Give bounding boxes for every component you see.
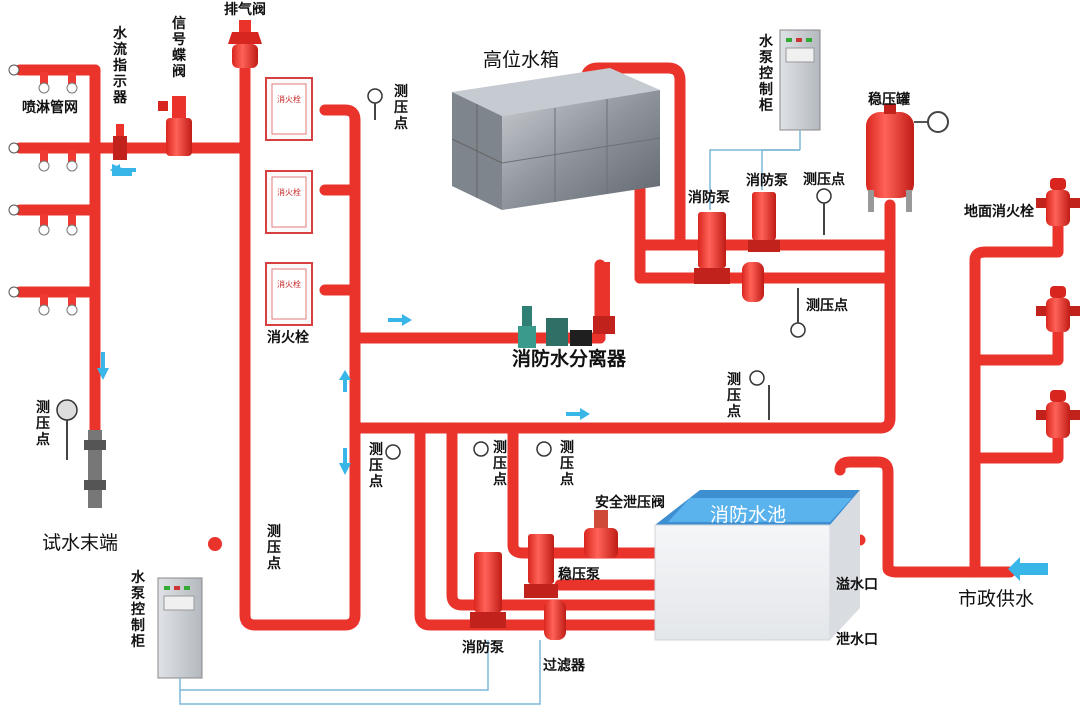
flow-arrow-icon	[110, 164, 136, 176]
sprinkler-head-icon	[38, 72, 50, 94]
relief-valve-label: 安全泄压阀	[595, 495, 665, 511]
sprinkler-head-icon	[66, 72, 78, 94]
gauge-label-7: 测压点	[493, 440, 507, 488]
hydrant-label: 消火栓	[267, 330, 309, 346]
flow-indicator-label: 水流指示器	[113, 26, 127, 106]
hydrant-box: 消火栓	[265, 77, 313, 141]
flow-arrow-icon	[566, 408, 590, 420]
drain-label: 泄水口	[836, 632, 878, 648]
separator-label: 消防水分离器	[512, 348, 627, 370]
stab-pump-label: 稳压泵	[558, 567, 600, 583]
relief-valve-icon	[584, 510, 618, 558]
overflow-label: 溢水口	[836, 577, 878, 593]
filter-label: 过滤器	[543, 658, 585, 674]
pump-icon	[524, 534, 558, 598]
filter-icon	[544, 600, 566, 640]
butterfly-valve-icon	[158, 96, 192, 156]
flow-arrow-icon	[1008, 557, 1048, 581]
pressure-gauge-icon	[56, 399, 78, 460]
city-supply-label: 市政供水	[958, 588, 1035, 610]
exhaust-valve-icon	[228, 20, 262, 68]
hydrant-icon	[1036, 390, 1080, 438]
gauge-label-9: 测压点	[267, 524, 281, 572]
test-end-label: 试水末端	[42, 532, 119, 554]
high-tank-label: 高位水箱	[483, 49, 560, 71]
signal-valve-label: 信号蝶阀	[172, 16, 186, 80]
surge-tank-icon	[866, 104, 949, 212]
separator-icon	[518, 262, 615, 348]
sprinkler-head-icon	[38, 294, 50, 316]
pool-label: 消防水池	[710, 504, 787, 526]
pressure-gauge-icon	[208, 537, 222, 551]
gauge-label-3: 测压点	[806, 298, 848, 314]
gauge-label-6: 测压点	[369, 442, 383, 490]
hydrant-box-text: 消火栓	[277, 94, 301, 104]
gauge-label-4: 测压点	[727, 372, 741, 420]
gauge-label-8: 测压点	[560, 440, 574, 488]
control-cabinet-icon	[709, 29, 821, 210]
hydrant-boxes: 消火栓 消火栓 消火栓	[265, 77, 313, 326]
pressure-gauge-icon	[749, 370, 770, 420]
gauge-label-1: 测压点	[394, 84, 408, 132]
control-cabinet-icon	[157, 577, 541, 705]
pressure-gauge-icon	[473, 441, 489, 457]
pressure-gauge-icon	[536, 441, 552, 457]
fire-pool	[654, 490, 860, 641]
sprinkler-head-icon	[66, 150, 78, 172]
hydrant-box-text: 消火栓	[277, 279, 301, 289]
water-tank-icon	[451, 68, 661, 210]
pressure-gauges	[56, 88, 832, 551]
gauge-label-2: 测压点	[803, 172, 845, 188]
pump-icon	[748, 192, 780, 252]
flow-arrows	[97, 164, 1048, 581]
fire-pump-label-bottom: 消防泵	[462, 640, 504, 656]
filter-icon	[742, 262, 764, 302]
fire-pump-label-top-2: 消防泵	[746, 173, 788, 189]
pressure-gauge-icon	[367, 88, 383, 120]
hydrant-box-text: 消火栓	[277, 187, 301, 197]
ground-hydrant-label: 地面消火栓	[964, 204, 1034, 220]
pressure-gauge-icon	[385, 444, 401, 460]
fire-pump-label-top-1: 消防泵	[688, 190, 730, 206]
pressure-gauge-icon	[790, 288, 806, 338]
gauge-label-5: 测压点	[36, 400, 50, 448]
sprinkler-heads	[8, 64, 78, 316]
sprinkler-head-icon	[38, 214, 50, 236]
sprinkler-head-icon	[38, 150, 50, 172]
hydrant-box: 消火栓	[265, 170, 313, 234]
pump-cabinet-label-bottom: 水泵控制柜	[131, 570, 145, 650]
flow-arrow-icon	[97, 352, 109, 380]
sprinkler-head-icon	[66, 294, 78, 316]
flow-arrow-icon	[339, 448, 351, 475]
test-end-valve-icon	[84, 430, 106, 508]
flow-arrow-icon	[388, 314, 412, 326]
flow-arrow-icon	[339, 370, 351, 392]
exhaust-valve-label: 排气阀	[224, 2, 266, 18]
pump-icon	[470, 552, 506, 628]
pump-icon	[694, 212, 730, 284]
sprinkler-head-icon	[66, 214, 78, 236]
hydrant-icon	[1036, 178, 1080, 226]
surge-tank-label: 稳压罐	[868, 92, 910, 108]
pump-cabinet-label-top: 水泵控制柜	[759, 34, 773, 114]
pressure-gauge-icon	[816, 188, 832, 235]
flow-indicator-icon	[113, 124, 127, 160]
hydrant-box: 消火栓	[265, 262, 313, 326]
hydrant-icon	[1036, 286, 1080, 332]
sprinkler-net-label: 喷淋管网	[22, 100, 78, 116]
